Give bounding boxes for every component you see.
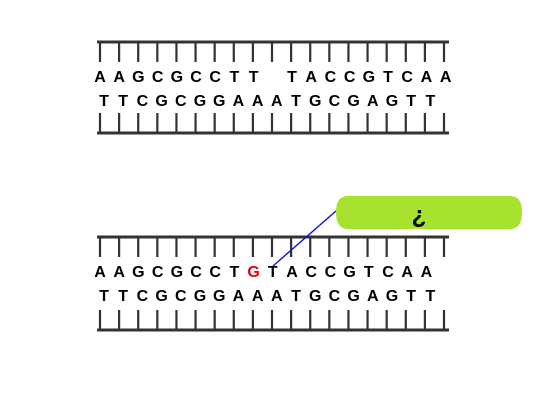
base-letter: G bbox=[155, 93, 167, 110]
base-letter: C bbox=[190, 69, 202, 86]
base-letter: C bbox=[209, 264, 221, 281]
base-letter: T bbox=[364, 264, 374, 281]
base-letter: T bbox=[230, 264, 240, 281]
base-letter: G bbox=[309, 288, 321, 305]
base-letter: T bbox=[383, 69, 393, 86]
base-letter: A bbox=[252, 288, 264, 305]
base-letter: T bbox=[406, 93, 416, 110]
top-backbone bbox=[97, 235, 449, 257]
base-letter: T bbox=[287, 69, 297, 86]
top-backbone bbox=[97, 40, 449, 62]
callout-pointer-line bbox=[272, 210, 337, 267]
base-letter: A bbox=[305, 69, 317, 86]
base-letter: A bbox=[367, 288, 379, 305]
base-letter: C bbox=[325, 264, 337, 281]
mutation-callout: ¿ bbox=[272, 196, 522, 267]
base-letter: C bbox=[401, 69, 413, 86]
base-letter: C bbox=[152, 264, 164, 281]
base-letter: G bbox=[309, 93, 321, 110]
base-letter: A bbox=[421, 264, 433, 281]
base-letter: A bbox=[271, 93, 283, 110]
base-letter: G bbox=[171, 69, 183, 86]
base-letter: A bbox=[94, 69, 106, 86]
base-letter: T bbox=[99, 93, 109, 110]
base-letter: C bbox=[382, 264, 394, 281]
base-letter: A bbox=[401, 264, 413, 281]
base-letter: C bbox=[344, 69, 356, 86]
base-letter: G bbox=[213, 288, 225, 305]
base-letter: G bbox=[386, 93, 398, 110]
base-letter: C bbox=[175, 93, 187, 110]
base-letter: G bbox=[132, 69, 144, 86]
base-letter: A bbox=[252, 93, 264, 110]
mutated-base: G bbox=[247, 264, 259, 281]
base-letter: A bbox=[233, 288, 245, 305]
base-letter: A bbox=[113, 264, 125, 281]
base-letter: G bbox=[343, 264, 355, 281]
base-letter: A bbox=[233, 93, 245, 110]
base-letter: T bbox=[118, 288, 128, 305]
base-letter: G bbox=[213, 93, 225, 110]
base-letter: T bbox=[230, 69, 240, 86]
base-letter: C bbox=[325, 69, 337, 86]
base-letter: C bbox=[329, 288, 341, 305]
base-letter: A bbox=[271, 288, 283, 305]
base-letter: A bbox=[367, 93, 379, 110]
base-letter: A bbox=[113, 69, 125, 86]
base-letter: G bbox=[171, 264, 183, 281]
base-letter: T bbox=[99, 288, 109, 305]
base-letter: T bbox=[268, 264, 278, 281]
base-letter: G bbox=[132, 264, 144, 281]
base-letter: T bbox=[118, 93, 128, 110]
base-letter: C bbox=[209, 69, 221, 86]
base-letter: G bbox=[194, 93, 206, 110]
base-letter: C bbox=[152, 69, 164, 86]
base-letter: T bbox=[406, 288, 416, 305]
base-letter: C bbox=[190, 264, 202, 281]
bottom-backbone bbox=[97, 310, 449, 332]
base-letter: G bbox=[194, 288, 206, 305]
base-letter: G bbox=[347, 288, 359, 305]
base-letter: C bbox=[175, 288, 187, 305]
base-letter: G bbox=[363, 69, 375, 86]
question-hook-icon: ¿ bbox=[412, 202, 427, 229]
base-letter: A bbox=[286, 264, 298, 281]
base-letter: A bbox=[94, 264, 106, 281]
base-letter: C bbox=[329, 93, 341, 110]
base-letter: G bbox=[155, 288, 167, 305]
base-letter: C bbox=[137, 288, 149, 305]
base-letter: T bbox=[291, 288, 301, 305]
base-letter: T bbox=[426, 288, 436, 305]
base-letter: G bbox=[347, 93, 359, 110]
base-letter: T bbox=[291, 93, 301, 110]
base-letter: C bbox=[137, 93, 149, 110]
callout-bubble bbox=[336, 196, 522, 229]
base-letter: T bbox=[426, 93, 436, 110]
base-letter: G bbox=[386, 288, 398, 305]
base-letter: T bbox=[249, 69, 259, 86]
base-letter: A bbox=[421, 69, 433, 86]
base-letter: C bbox=[305, 264, 317, 281]
base-letter: A bbox=[440, 69, 452, 86]
bottom-backbone bbox=[97, 113, 449, 135]
